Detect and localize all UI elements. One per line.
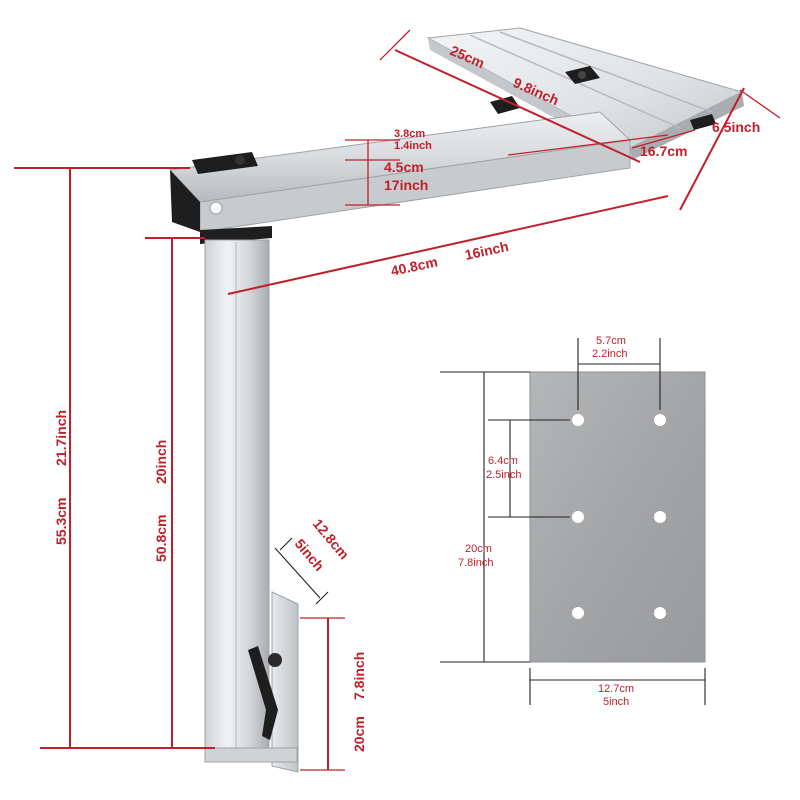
arm-width-in-label: 1.4inch [394,140,432,152]
arm-length-in-label: 16inch [463,238,510,263]
plate-height-in-label: 7.8inch [458,557,493,569]
top-plate-width-in-label: 6.5inch [712,119,760,135]
plate-hole-spacing-x-cm-label: 5.7cm [596,335,626,347]
total-height-in-label: 21.7inch [53,410,69,466]
clamp-lever-icon [248,646,282,740]
arm-height-in-label: 17inch [384,177,428,193]
top-plate-width-cm-label: 16.7cm [640,143,687,159]
dimension-lines [14,29,781,771]
plate-dimension-lines [440,338,706,705]
bracket-width-in-label: 5inch [292,536,328,574]
plate-hole-spacing-x-in-label: 2.2inch [592,348,627,360]
total-height-cm-label: 55.3cm [53,498,69,545]
plate-hole-spacing-y-in-label: 2.5inch [486,469,521,481]
plate-width-in-label: 5inch [603,696,629,708]
bracket-height-in-label: 7.8inch [351,652,367,700]
arm-height-cm-label: 4.5cm [384,159,424,175]
plate-height-cm-label: 20cm [465,543,492,555]
plate-width-cm-label: 12.7cm [598,683,634,695]
bracket-height-cm-label: 20cm [351,716,367,752]
post-height-cm-label: 50.8cm [153,515,169,562]
plate-hole-spacing-y-cm-label: 6.4cm [488,455,518,467]
arm-width-cm-label: 3.8cm [394,128,425,140]
post-height-in-label: 20inch [153,440,169,484]
